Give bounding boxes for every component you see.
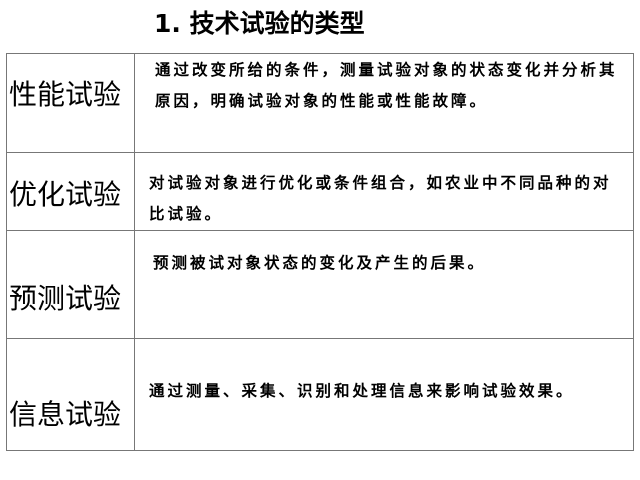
type-description-cell: 预测被试对象状态的变化及产生的后果。 bbox=[134, 230, 634, 339]
table-row: 优化试验 对试验对象进行优化或条件组合，如农业中不同品种的对比试验。 bbox=[6, 152, 634, 231]
table-row: 信息试验 通过测量、采集、识别和处理信息来影响试验效果。 bbox=[6, 338, 634, 451]
type-description-cell: 通过测量、采集、识别和处理信息来影响试验效果。 bbox=[134, 338, 634, 451]
table-row: 性能试验 通过改变所给的条件，测量试验对象的状态变化并分析其原因，明确试验对象的… bbox=[6, 53, 634, 153]
type-description: 对试验对象进行优化或条件组合，如农业中不同品种的对比试验。 bbox=[149, 174, 612, 223]
type-description: 通过测量、采集、识别和处理信息来影响试验效果。 bbox=[149, 382, 575, 400]
slide-title: 1. 技术试验的类型 bbox=[154, 9, 365, 38]
type-name-cell: 预测试验 bbox=[6, 230, 135, 339]
type-name-cell: 信息试验 bbox=[6, 338, 135, 451]
type-description: 通过改变所给的条件，测量试验对象的状态变化并分析其原因，明确试验对象的性能或性能… bbox=[155, 61, 618, 110]
table-row: 预测试验 预测被试对象状态的变化及产生的后果。 bbox=[6, 230, 634, 339]
type-name: 性能试验 bbox=[9, 78, 122, 111]
type-name: 优化试验 bbox=[9, 178, 122, 211]
type-description: 预测被试对象状态的变化及产生的后果。 bbox=[153, 254, 487, 272]
type-name: 信息试验 bbox=[9, 398, 122, 431]
type-description-cell: 对试验对象进行优化或条件组合，如农业中不同品种的对比试验。 bbox=[134, 152, 634, 231]
type-name-cell: 性能试验 bbox=[6, 53, 135, 153]
test-types-table: 性能试验 通过改变所给的条件，测量试验对象的状态变化并分析其原因，明确试验对象的… bbox=[6, 53, 634, 451]
type-name: 预测试验 bbox=[9, 282, 122, 315]
type-description-cell: 通过改变所给的条件，测量试验对象的状态变化并分析其原因，明确试验对象的性能或性能… bbox=[134, 53, 634, 153]
type-name-cell: 优化试验 bbox=[6, 152, 135, 231]
